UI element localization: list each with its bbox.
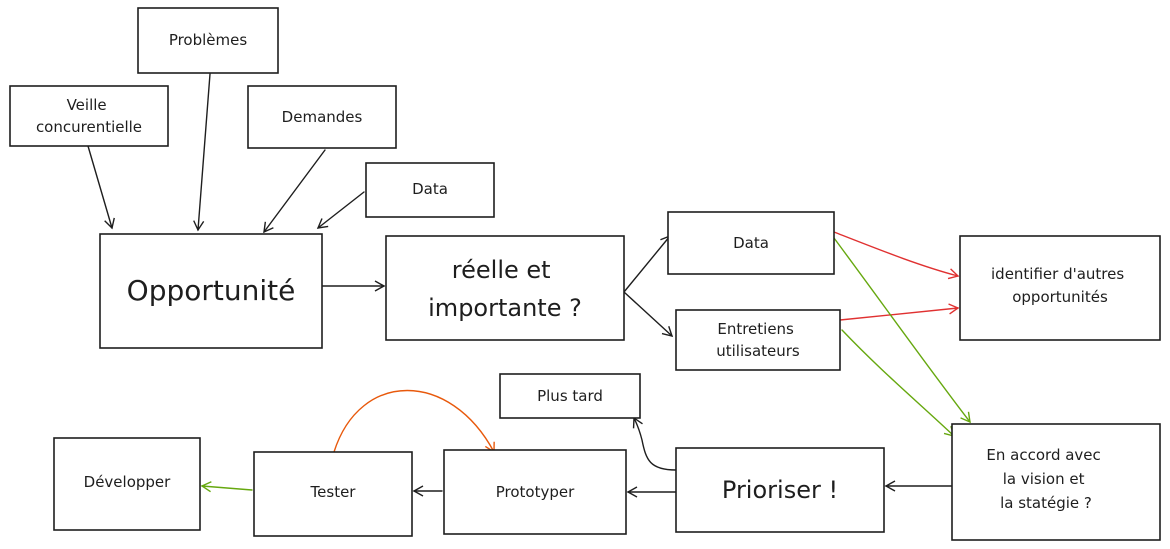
demandes-label: Demandes <box>282 108 363 126</box>
arrow-prioriser-to-plustard <box>632 416 677 471</box>
arrow-problemes-to-opportunite <box>193 73 211 232</box>
arrow-veille-to-opportunite <box>87 145 115 230</box>
prioriser-label: Prioriser ! <box>722 476 838 504</box>
arrow-reelle-to-data <box>623 234 671 293</box>
svg-text:réelle et importante ?: réelle et importante ? <box>428 256 582 322</box>
arrow-tester-to-prototyper-loop <box>333 390 495 454</box>
node-opportunite: Opportunité <box>99 233 323 349</box>
node-data-top: Data <box>365 162 495 218</box>
node-entretiens: Entretiens utilisateurs <box>675 309 841 371</box>
arrow-entretiens-to-identifier <box>839 303 960 321</box>
accord-line-3: la statégie ? <box>1000 494 1092 512</box>
tester-label: Tester <box>310 483 357 501</box>
arrow-data-to-identifier <box>833 231 960 280</box>
entretiens-line-1: Entretiens <box>717 320 794 338</box>
arrow-reelle-to-entretiens <box>623 291 674 337</box>
prototyper-label: Prototyper <box>496 483 575 501</box>
arrow-demandes-to-opportunite <box>263 149 326 234</box>
arrow-data-to-accord <box>833 237 971 424</box>
node-accord: En accord avec la vision et la statégie … <box>951 423 1161 541</box>
node-problemes: Problèmes <box>137 7 279 74</box>
svg-text:Entretiens utilisateurs: Entretiens utilisateurs <box>716 320 800 360</box>
plus-tard-label: Plus tard <box>537 387 603 405</box>
svg-text:identifier d'autres oppo: identifier d'autres opportunités <box>991 265 1129 306</box>
entretiens-line-2: utilisateurs <box>716 342 800 360</box>
developper-label: Développer <box>84 473 172 491</box>
reelle-line-1: réelle et <box>452 256 551 284</box>
identifier-line-1: identifier d'autres <box>991 265 1124 283</box>
node-tester: Tester <box>253 451 413 537</box>
identifier-line-2: opportunités <box>1012 288 1108 306</box>
node-prioriser: Prioriser ! <box>675 447 885 533</box>
node-prototyper: Prototyper <box>443 449 627 535</box>
reelle-line-2: importante ? <box>428 294 582 322</box>
data-top-label: Data <box>412 180 448 198</box>
arrow-tester-to-developper <box>200 481 253 493</box>
svg-text:Veille concurentielle: Veille concurentielle <box>36 96 142 136</box>
veille-line-2: concurentielle <box>36 118 142 136</box>
node-veille: Veille concurentielle <box>9 85 169 147</box>
svg-text:En accord avec la vision: En accord avec la vision et la statégie … <box>986 446 1105 512</box>
accord-line-1: En accord avec <box>986 446 1100 464</box>
node-reelle: réelle et importante ? <box>385 235 625 341</box>
arrow-data-to-opportunite <box>316 191 365 229</box>
accord-line-2: la vision et <box>1003 470 1085 488</box>
problemes-label: Problèmes <box>169 31 248 49</box>
data-mid-label: Data <box>733 234 769 252</box>
node-identifier: identifier d'autres opportunités <box>959 235 1161 341</box>
node-plus-tard: Plus tard <box>499 373 641 419</box>
connectors <box>87 73 971 498</box>
veille-line-1: Veille <box>67 96 107 114</box>
opportunite-label: Opportunité <box>127 274 296 307</box>
node-data-mid: Data <box>667 211 835 275</box>
arrow-entretiens-to-accord <box>841 329 956 437</box>
node-demandes: Demandes <box>247 85 397 149</box>
node-developper: Développer <box>53 437 201 531</box>
